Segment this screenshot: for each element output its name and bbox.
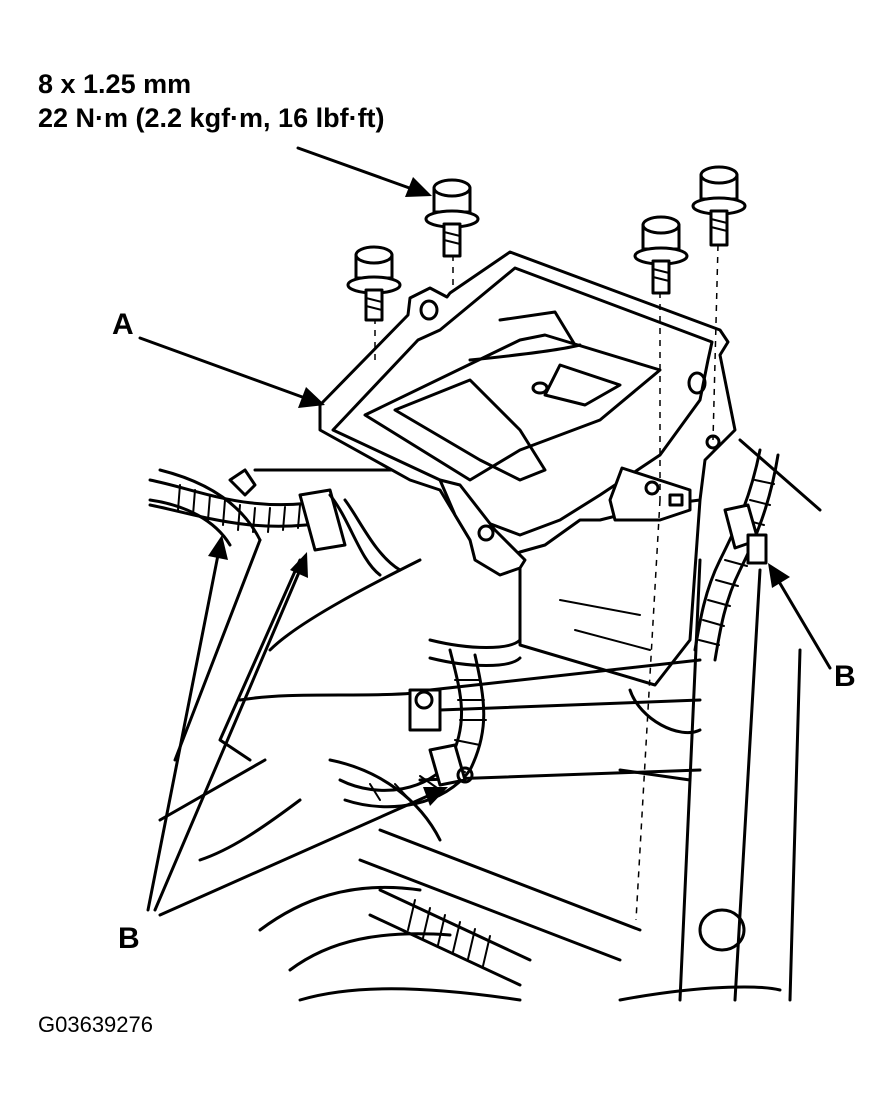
callout-a-label: A: [112, 308, 134, 341]
callout-a-arrow: [138, 336, 325, 408]
callout-b-left-arrows: [146, 535, 448, 917]
bolt-torque-spec: 22 N·m (2.2 kgf·m, 16 lbf·ft): [38, 103, 385, 133]
lower-cable: [368, 888, 532, 987]
bolt-2: [424, 178, 480, 258]
bolt-3: [633, 215, 689, 295]
bolt-1: [346, 245, 402, 322]
callout-b-right-arrow: [768, 563, 832, 670]
wire-harness-right: [693, 448, 780, 662]
wire-harness-center: [338, 638, 522, 809]
callout-b-left-label: B: [118, 922, 140, 955]
bolt-alignment-lines: [374, 244, 719, 921]
engine-bay-background: [148, 438, 822, 1002]
battery-box: [518, 498, 702, 735]
bolt-4: [691, 165, 747, 247]
bolt-thread-spec: 8 x 1.25 mm: [38, 69, 192, 99]
battery-tray: [318, 250, 737, 577]
wire-harness-left: [148, 468, 402, 577]
callout-b-right-label: B: [834, 660, 856, 693]
figure-code: G03639276: [38, 1012, 153, 1037]
spec-arrow: [296, 146, 432, 197]
